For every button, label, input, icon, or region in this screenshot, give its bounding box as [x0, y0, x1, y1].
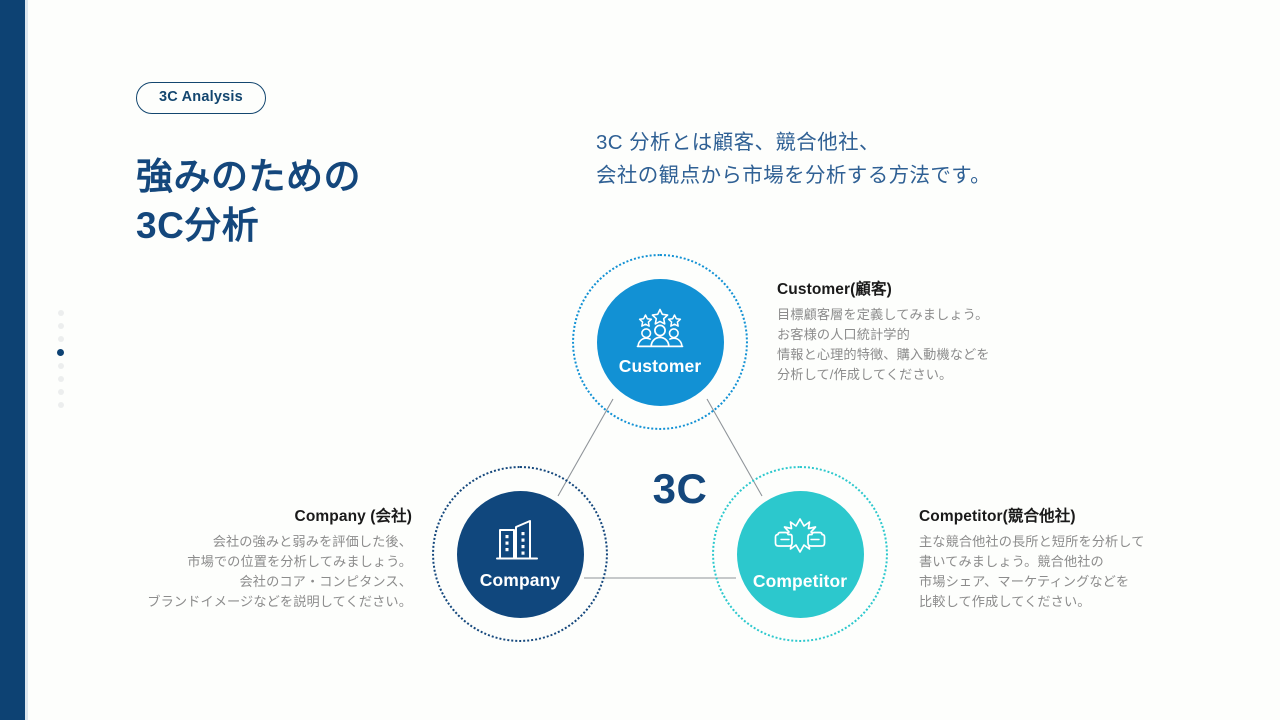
diagram-node-customer-label: Customer [618, 356, 702, 377]
description-competitor-body: 主な競合他社の長所と短所を分析して 書いてみましょう。競合他社の 市場シェア、マ… [919, 533, 1145, 609]
diagram-node-company-label: Company [479, 570, 561, 591]
slide-dot[interactable] [57, 310, 64, 316]
diagram-node-customer[interactable]: Customer [572, 254, 748, 430]
description-company-body: 会社の強みと弱みを評価した後、 市場での位置を分析してみましょう。 会社のコア・… [147, 533, 412, 609]
description-customer-body: 目標顧客層を定義してみましょう。 お客様の人口統計学的 情報と心理的特徴、購入動… [777, 306, 990, 382]
slide-dot[interactable] [57, 336, 64, 342]
section-badge: 3C Analysis [136, 82, 266, 114]
intro-description: 3C 分析とは顧客、競合他社、 会社の観点から市場を分析する方法です。 [596, 131, 992, 188]
left-accent-bar-edge [25, 0, 28, 720]
clashing-fists-icon [773, 517, 827, 568]
left-accent-bar [0, 0, 25, 720]
diagram-node-competitor-label: Competitor [752, 571, 848, 592]
slide-dot[interactable] [57, 389, 64, 395]
slide-dots-navigation[interactable] [57, 310, 64, 408]
description-company-title: Company (会社) [294, 508, 412, 525]
three-c-diagram: 3C [400, 240, 960, 660]
diagram-node-customer-fill: Customer [596, 278, 724, 406]
diagram-node-competitor-fill: Competitor [736, 490, 864, 618]
description-competitor-title: Competitor(競合他社) [919, 508, 1076, 525]
description-competitor: Competitor(競合他社) 主な競合他社の長所と短所を分析して 書いてみま… [919, 508, 1199, 612]
diagram-node-competitor[interactable]: Competitor [712, 466, 888, 642]
description-customer: Customer(顧客) 目標顧客層を定義してみましょう。 お客様の人口統計学的… [777, 281, 1047, 385]
slide-dot[interactable] [57, 376, 64, 382]
page-title: 強みのための 3C分析 [136, 155, 361, 246]
people-stars-icon [633, 308, 687, 353]
description-customer-title: Customer(顧客) [777, 281, 892, 298]
diagram-node-company[interactable]: Company [432, 466, 608, 642]
slide-dot[interactable] [57, 323, 64, 329]
diagram-node-company-fill: Company [456, 490, 584, 618]
description-company: Company (会社) 会社の強みと弱みを評価した後、 市場での位置を分析して… [100, 508, 412, 612]
buildings-icon [496, 518, 544, 567]
slide-dot-active[interactable] [57, 349, 64, 356]
slide-dot[interactable] [57, 363, 64, 369]
slide-dot[interactable] [57, 402, 64, 408]
diagram-center-label: 3C [652, 465, 708, 512]
